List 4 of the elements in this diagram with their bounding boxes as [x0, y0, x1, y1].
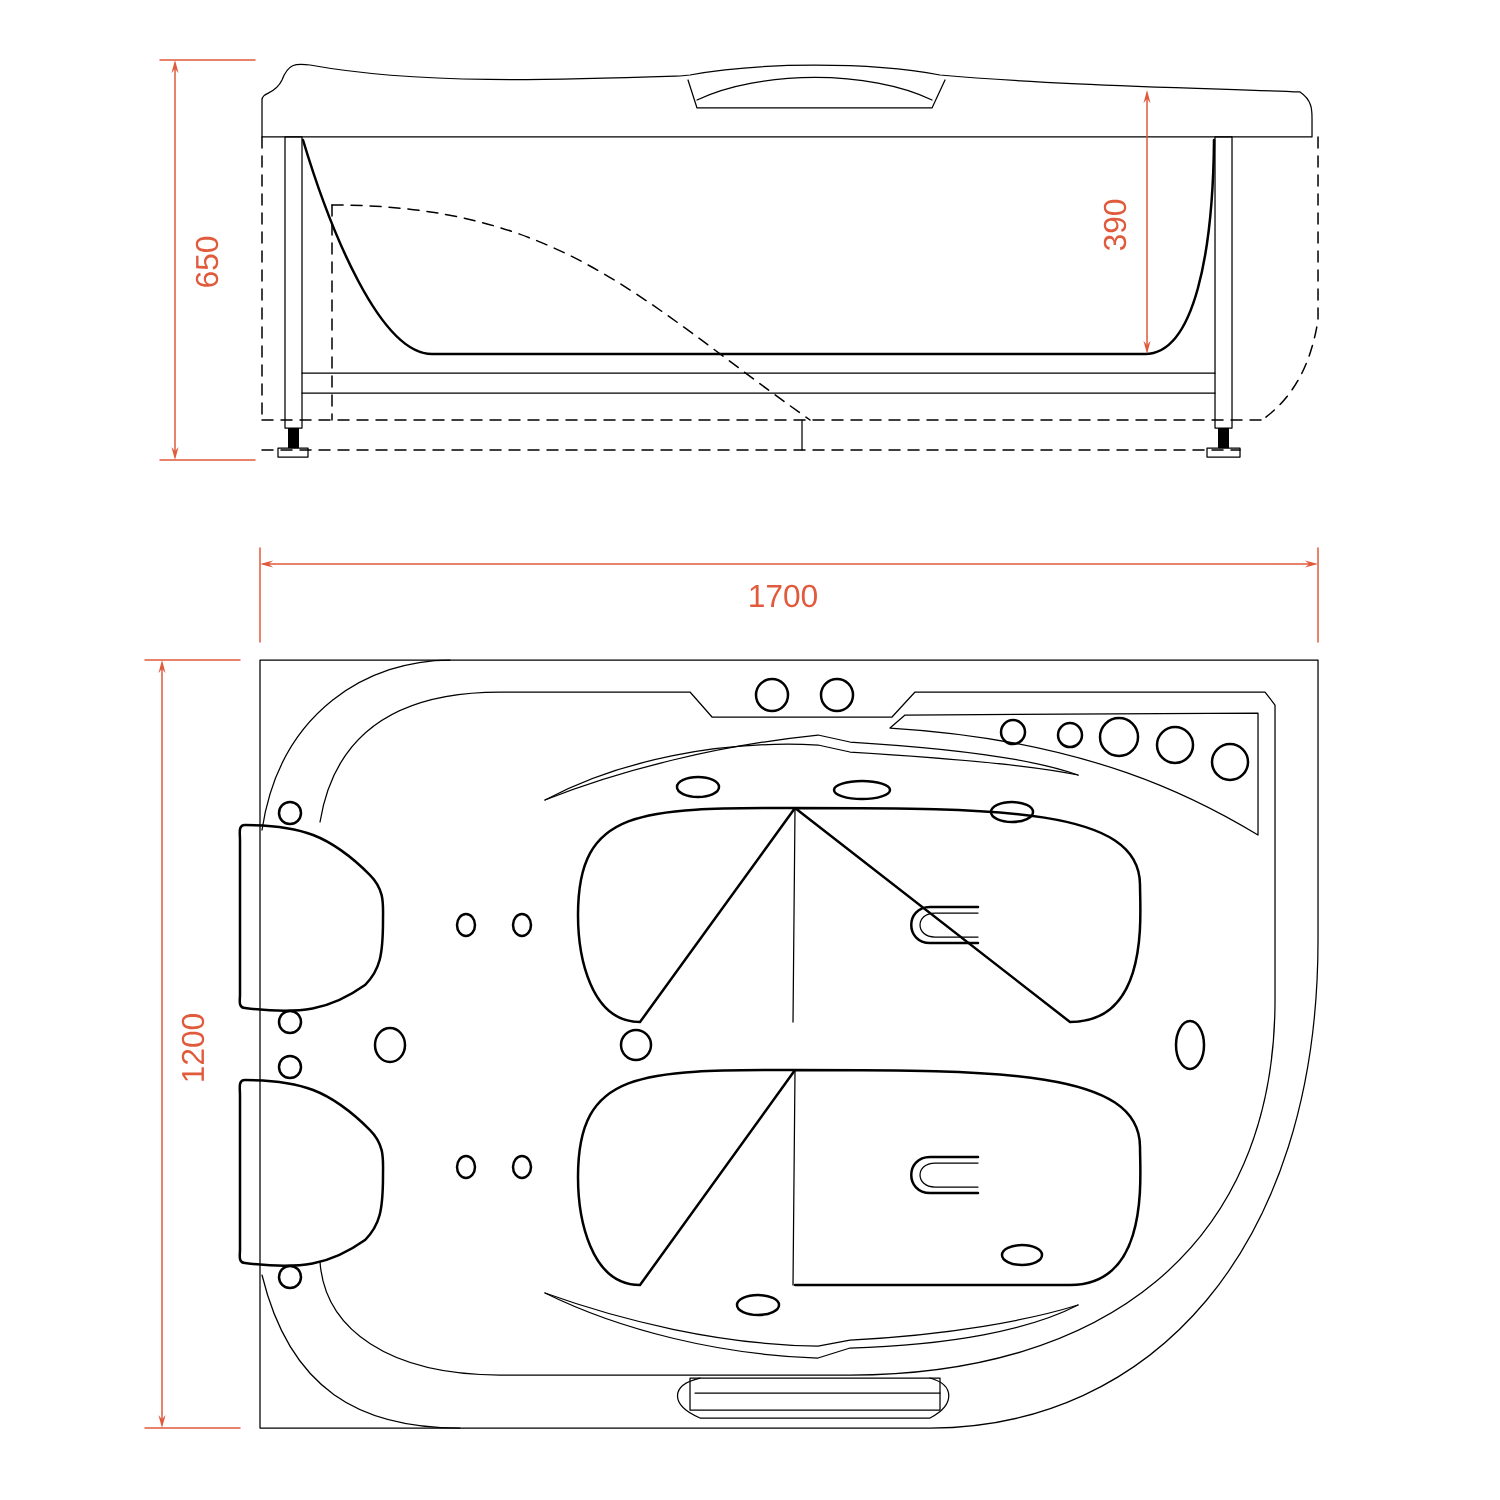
dimension-label: 650: [195, 236, 219, 287]
dimension-label: 1700: [750, 584, 817, 608]
dimension-label: 390: [1103, 199, 1127, 251]
dimension-label: 1200: [181, 1014, 205, 1081]
